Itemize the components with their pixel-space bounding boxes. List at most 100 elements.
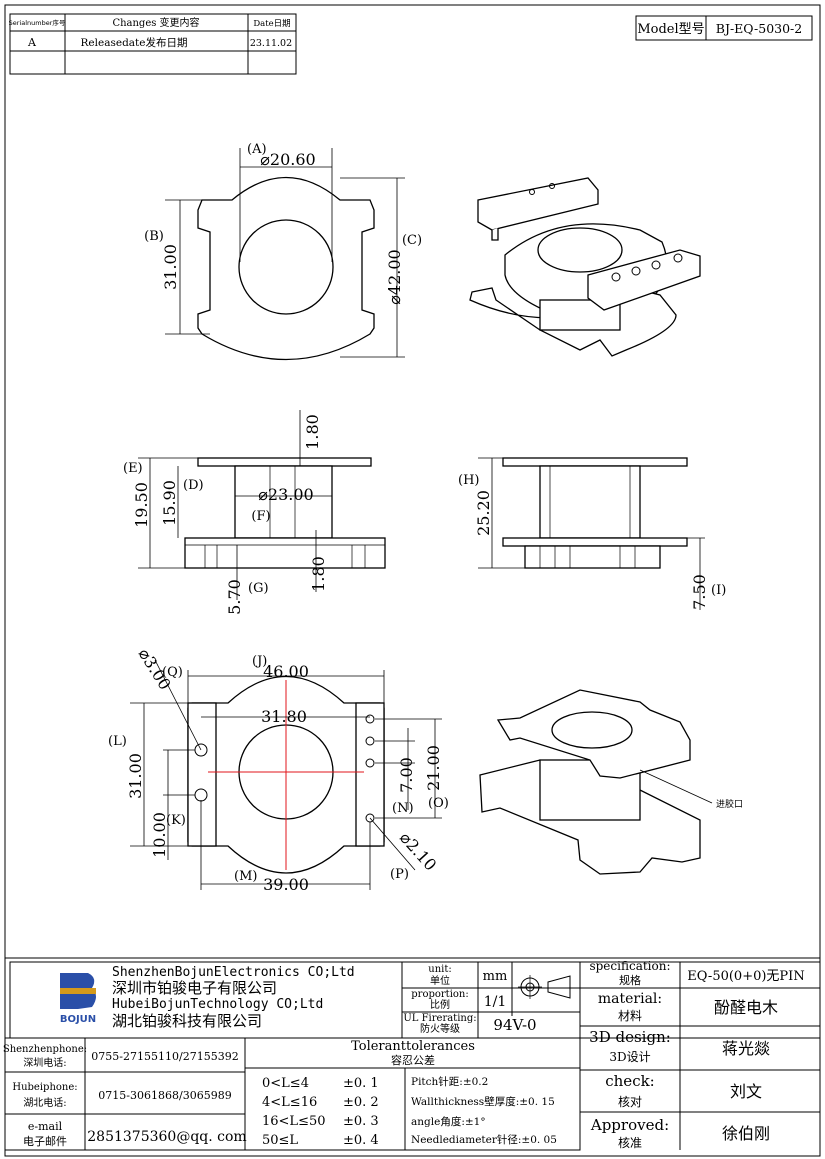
approved-value: 徐伯刚 (722, 1124, 770, 1143)
dim-d-label: (D) (183, 478, 204, 493)
check-label-en: check: (605, 1072, 654, 1090)
material-label-cn: 材料 (618, 1009, 642, 1023)
spec-label-en: specification: (589, 959, 670, 973)
rev-serial-cell: A (27, 36, 37, 49)
hb-phone-label-en: Hubeiphone: (12, 1082, 77, 1093)
sz-phone-value: 0755-27155110/27155392 (91, 1050, 238, 1063)
unit-label-cn: 单位 (430, 974, 450, 987)
projection-symbol-icon (518, 975, 571, 999)
end-view: (H) 25.20 7.50 (I) (458, 457, 726, 610)
email-label-cn: 电子邮件 (23, 1135, 67, 1148)
sz-phone-label-cn: 深圳电话: (23, 1056, 66, 1069)
rev-header-date: Date日期 (253, 19, 290, 29)
company-en-1: ShenzhenBojunElectronics CO;Ltd (112, 965, 355, 980)
proportion-value: 1/1 (484, 994, 507, 1010)
sz-phone-label-en: Shenzhenphone: (3, 1044, 87, 1055)
email-label-en: e-mail (28, 1120, 63, 1133)
hb-phone-label-cn: 湖北电话: (23, 1096, 66, 1109)
design-value: 蒋光燚 (722, 1039, 770, 1058)
hb-phone-value: 0715-3061868/3065989 (98, 1089, 231, 1102)
check-label-cn: 核对 (618, 1095, 642, 1109)
tol-note-needle: Needlediameter针径:±0. 05 (411, 1133, 557, 1146)
top-view: (A) ⌀20.60 (B) 31.00 (C) ⌀42.00 (144, 142, 422, 361)
unit-value: mm (483, 969, 508, 984)
side-view: 1.80 (E) 19.50 (D) 15.90 ⌀23.00 (F) 5.70… (123, 410, 386, 615)
dim-n-value: 7.00 (397, 757, 416, 793)
spec-value: EQ-50(0+0)无PIN (687, 969, 804, 984)
dim-c-label: (C) (402, 233, 422, 248)
tol-note-angle: angle角度:±1° (411, 1115, 486, 1128)
dim-a-label: (A) (247, 142, 267, 157)
dim-n-label: (N) (392, 801, 414, 816)
approved-label-en: Approved: (590, 1116, 669, 1134)
dim-m-label: (M) (234, 869, 257, 884)
dim-e-label: (E) (123, 461, 143, 476)
dim-j-label: (J) (252, 654, 267, 669)
title-block: BOJUN ShenzhenBojunElectronics CO;Ltd 深圳… (3, 957, 821, 1151)
rev-header-serial: Serialnumber序号 (9, 18, 66, 27)
tol-title-cn: 容忍公差 (391, 1053, 435, 1067)
email-value: 2851375360@qq. com (87, 1129, 246, 1145)
dim-k-value: 10.00 (150, 812, 169, 858)
proportion-label-cn: 比例 (430, 998, 450, 1011)
tol-range-1: 4<L≤16 (262, 1095, 317, 1110)
rev-changes-cell: Releasedate发布日期 (81, 36, 188, 49)
dim-b-label: (B) (144, 229, 164, 244)
dim-p-label: (P) (390, 867, 409, 882)
bottom-view: (J) 46.00 ⌀3.00 (Q) 31.80 (L) 31.00 10.0… (108, 645, 449, 894)
dim-i-label: (I) (711, 583, 726, 598)
tol-note-pitch: Pitch针距:±0.2 (411, 1075, 488, 1088)
dim-b-value: 31.00 (161, 244, 180, 290)
dim-i-value: 7.50 (690, 574, 709, 610)
design-label-cn: 3D设计 (609, 1050, 650, 1064)
revision-table: Serialnumber序号 Changes 变更内容 Date日期 A Rel… (9, 13, 297, 75)
model-value: BJ-EQ-5030-2 (716, 21, 802, 36)
ul-label-cn: 防火等级 (420, 1022, 460, 1035)
material-value: 酚醛电木 (714, 998, 778, 1017)
dim-g-label: (G) (248, 581, 269, 596)
ul-label-en: UL Firerating: (403, 1013, 476, 1024)
model-label: Model型号 (637, 22, 704, 37)
gate-note: 进胶口 (716, 798, 743, 810)
tol-range-0: 0<L≤4 (262, 1076, 309, 1091)
dim-bottom-flange: 1.80 (309, 556, 328, 592)
design-label-en: 3D design: (589, 1028, 671, 1046)
dim-a-value: ⌀20.60 (260, 150, 315, 169)
dim-c-value: ⌀42.00 (385, 249, 404, 304)
dim-q-label: (Q) (162, 665, 183, 680)
dim-j-value: 46.00 (263, 662, 309, 681)
tol-value-1: ±0. 2 (343, 1095, 379, 1110)
rev-date-cell: 23.11.02 (250, 38, 292, 49)
tol-note-wall: Wallthickness壁厚度:±0. 15 (411, 1095, 555, 1108)
tol-value-0: ±0. 1 (343, 1076, 379, 1091)
unit-label-en: unit: (428, 964, 451, 975)
iso-view-bottom: 进胶口 (479, 689, 743, 875)
dim-h-value: 25.20 (474, 490, 493, 536)
material-label-en: material: (598, 991, 662, 1007)
dim-f-value: ⌀23.00 (258, 485, 313, 504)
logo-text: BOJUN (60, 1014, 96, 1025)
top-view-bore (238, 219, 334, 315)
tol-title-en: Toleranttolerances (351, 1039, 475, 1054)
spec-label-cn: 规格 (619, 973, 641, 987)
dim-31-80: 31.80 (261, 707, 307, 726)
company-cn-1: 深圳市铂骏电子有限公司 (112, 979, 277, 997)
company-logo: BOJUN (60, 973, 96, 1025)
dim-h-label: (H) (458, 473, 479, 488)
dim-k-label: (K) (166, 813, 186, 828)
dim-l-value: 31.00 (126, 753, 145, 799)
dim-f-label: (F) (251, 509, 270, 524)
dim-o-label: (O) (428, 796, 449, 811)
tol-value-3: ±0. 4 (343, 1133, 379, 1148)
dim-e-value: 19.50 (132, 482, 151, 528)
check-value: 刘文 (730, 1082, 762, 1101)
proportion-label-en: proportion: (411, 989, 468, 1000)
approved-label-cn: 核准 (618, 1136, 642, 1150)
model-box: Model型号 BJ-EQ-5030-2 (635, 15, 813, 41)
tol-range-2: 16<L≤50 (262, 1114, 326, 1129)
dim-d-value: 15.90 (160, 480, 179, 526)
sheet-border (4, 4, 821, 1157)
dim-o-value: 21.00 (424, 745, 443, 791)
rev-header-changes: Changes 变更内容 (112, 16, 199, 29)
